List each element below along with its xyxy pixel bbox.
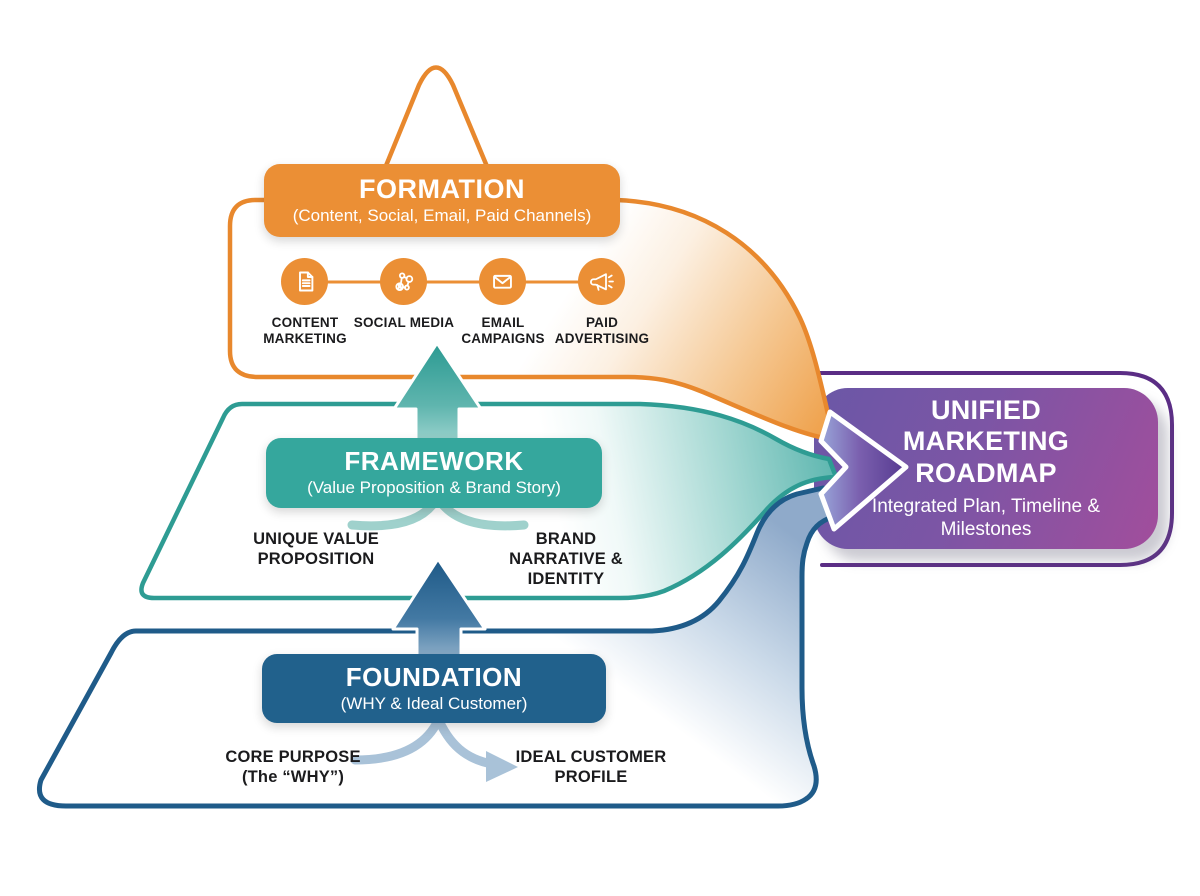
document-icon bbox=[299, 271, 314, 292]
foundation-subtitle: (WHY & Ideal Customer) bbox=[340, 693, 528, 713]
channel-label-content-marketing: CONTENT MARKETING bbox=[263, 315, 347, 347]
channel-label-email-campaigns: EMAIL CAMPAIGNS bbox=[461, 315, 545, 347]
megaphone-icon bbox=[590, 273, 614, 291]
roadmap-subtitle: Integrated Plan, Timeline & Milestones bbox=[871, 495, 1101, 541]
formation-band bbox=[227, 65, 837, 443]
formation-title-box: FORMATION (Content, Social, Email, Paid … bbox=[264, 164, 620, 237]
network-icon bbox=[395, 272, 414, 291]
channel-social-media bbox=[380, 258, 427, 305]
envelope-icon bbox=[493, 274, 512, 289]
brand-narrative-identity-label: BRAND NARRATIVE & IDENTITY bbox=[509, 530, 623, 589]
framework-subtitle: (Value Proposition & Brand Story) bbox=[307, 478, 561, 498]
foundation-swoosh-arrowhead bbox=[486, 751, 518, 782]
formation-subtitle: (Content, Social, Email, Paid Channels) bbox=[292, 206, 592, 226]
framework-title: FRAMEWORK bbox=[344, 446, 524, 476]
channel-label-social-media: SOCIAL MEDIA bbox=[353, 315, 455, 330]
framework-title-box: FRAMEWORK (Value Proposition & Brand Sto… bbox=[266, 438, 602, 508]
channel-paid-advertising bbox=[578, 258, 625, 305]
roadmap-box bbox=[814, 388, 1158, 549]
roadmap-title: UNIFIED MARKETING ROADMAP bbox=[902, 394, 1070, 488]
roadmap-text-block: UNIFIED MARKETING ROADMAP Integrated Pla… bbox=[814, 388, 1158, 549]
ideal-customer-profile-label: IDEAL CUSTOMER PROFILE bbox=[515, 748, 667, 787]
foundation-swoosh-right bbox=[432, 711, 497, 769]
channel-content-marketing bbox=[281, 258, 328, 305]
unique-value-proposition-label: UNIQUE VALUE PROPOSITION bbox=[253, 530, 379, 569]
channel-label-paid-advertising: PAID ADVERTISING bbox=[554, 315, 650, 347]
foundation-title-box: FOUNDATION (WHY & Ideal Customer) bbox=[262, 654, 606, 723]
merge-arrow bbox=[818, 409, 909, 532]
foundation-title: FOUNDATION bbox=[345, 661, 523, 692]
formation-title: FORMATION bbox=[359, 173, 525, 204]
core-purpose-label: CORE PURPOSE (The “WHY”) bbox=[225, 748, 361, 787]
channel-email-campaigns bbox=[479, 258, 526, 305]
